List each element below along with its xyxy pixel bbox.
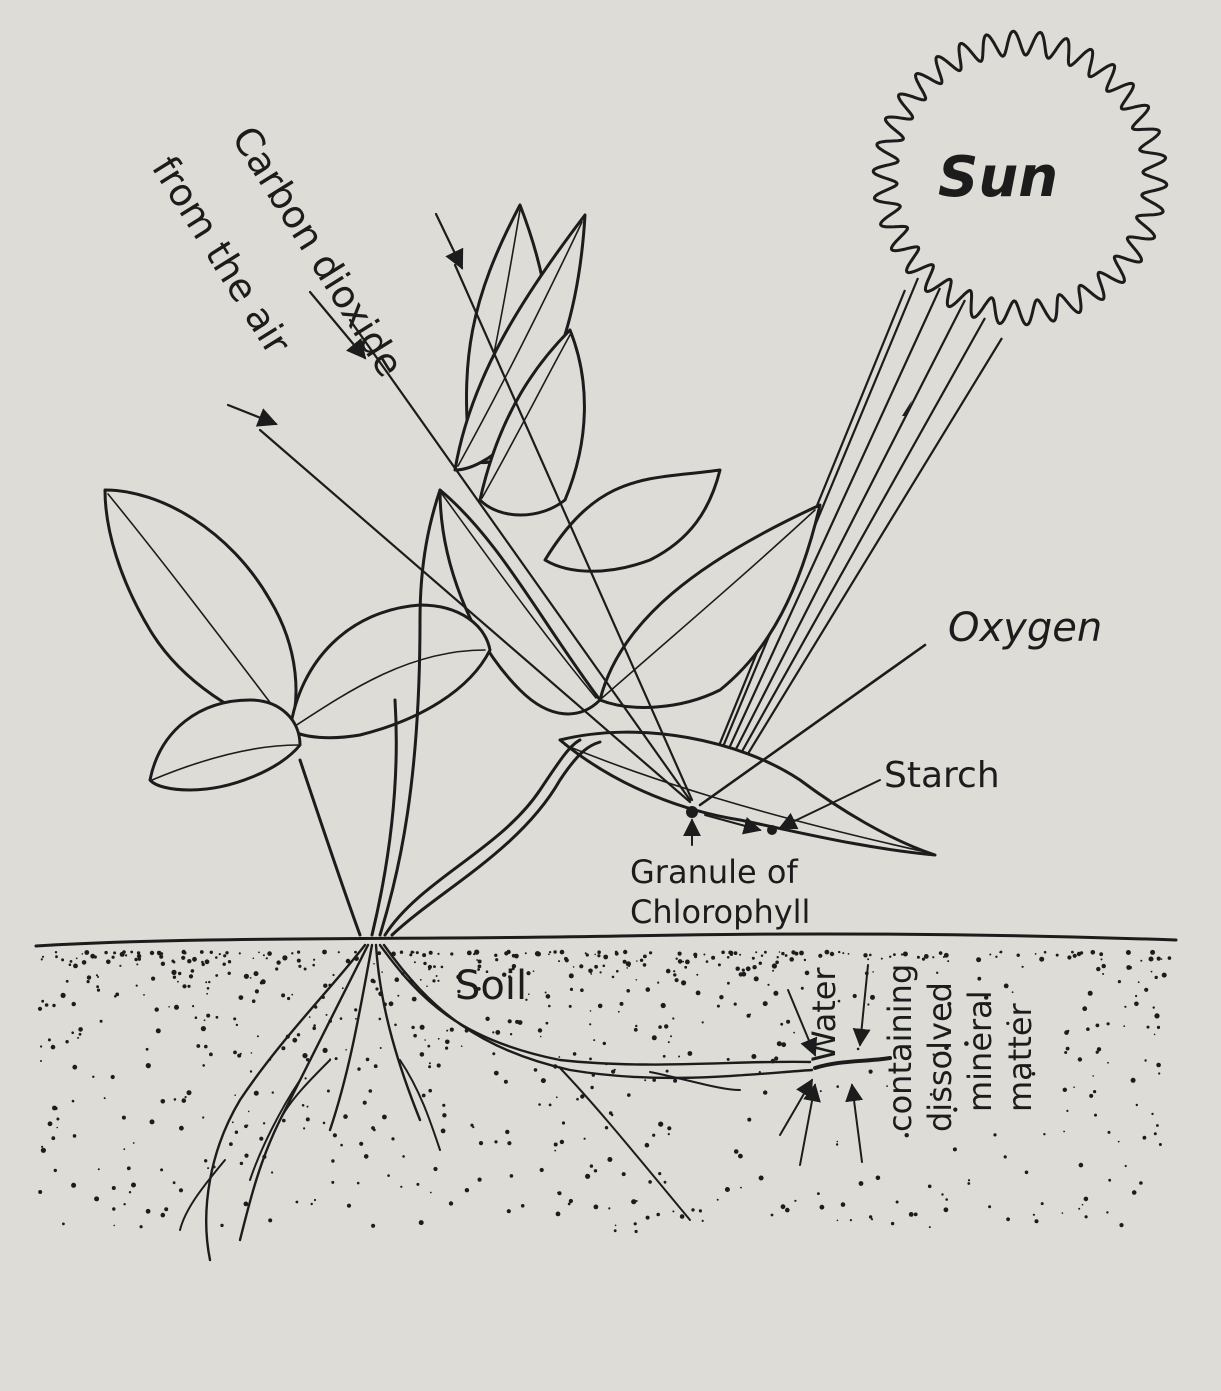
soil-label: Soil bbox=[455, 963, 528, 1009]
plant bbox=[103, 203, 937, 1262]
starch-arrows bbox=[704, 779, 881, 835]
sunlight-rays bbox=[694, 277, 1003, 807]
containing-label: containing bbox=[881, 963, 919, 1132]
matter-label: matter bbox=[1001, 1003, 1039, 1112]
water-label: Water bbox=[805, 967, 843, 1062]
soil-surface bbox=[34, 932, 1178, 1234]
granule-label-line2: Chlorophyll bbox=[630, 893, 811, 931]
oxygen-line bbox=[698, 643, 927, 807]
oxygen-label: Oxygen bbox=[948, 605, 1103, 651]
mineral-label: mineral bbox=[961, 990, 999, 1112]
granule-label-line1: Granule of bbox=[630, 853, 798, 891]
starch-label: Starch bbox=[884, 755, 1000, 796]
water-arrows bbox=[779, 964, 871, 1166]
carbon-dioxide-lines bbox=[226, 212, 694, 804]
chlorophyll-granule bbox=[683, 806, 701, 846]
sun bbox=[871, 29, 1169, 327]
dissolved-label: dissolved bbox=[921, 982, 959, 1132]
sun-label: Sun bbox=[938, 145, 1059, 210]
